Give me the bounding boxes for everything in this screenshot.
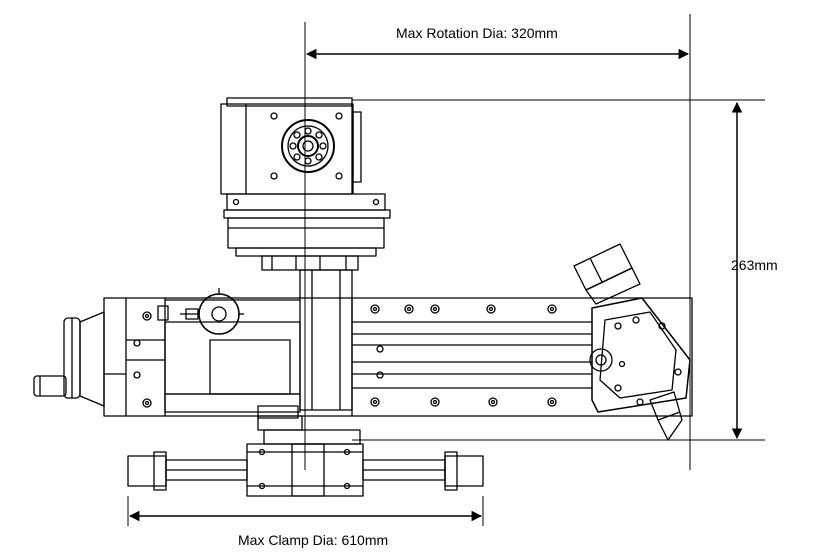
flange-stack (223, 193, 391, 271)
height-label: 263mm (731, 257, 778, 273)
knob-icon (180, 288, 244, 335)
motor-head (220, 97, 362, 195)
crank-handle-icon (33, 311, 105, 407)
clamp-bar (127, 415, 484, 497)
bearing-icon (281, 119, 335, 173)
dimension-lines (127, 14, 765, 526)
gearbox-block (157, 299, 301, 419)
max-rotation-label: Max Rotation Dia: 320mm (396, 25, 558, 41)
slide-body (103, 297, 693, 417)
max-clamp-label: Max Clamp Dia: 610mm (238, 532, 389, 548)
vertical-column (299, 269, 353, 411)
tool-holder (573, 243, 691, 441)
